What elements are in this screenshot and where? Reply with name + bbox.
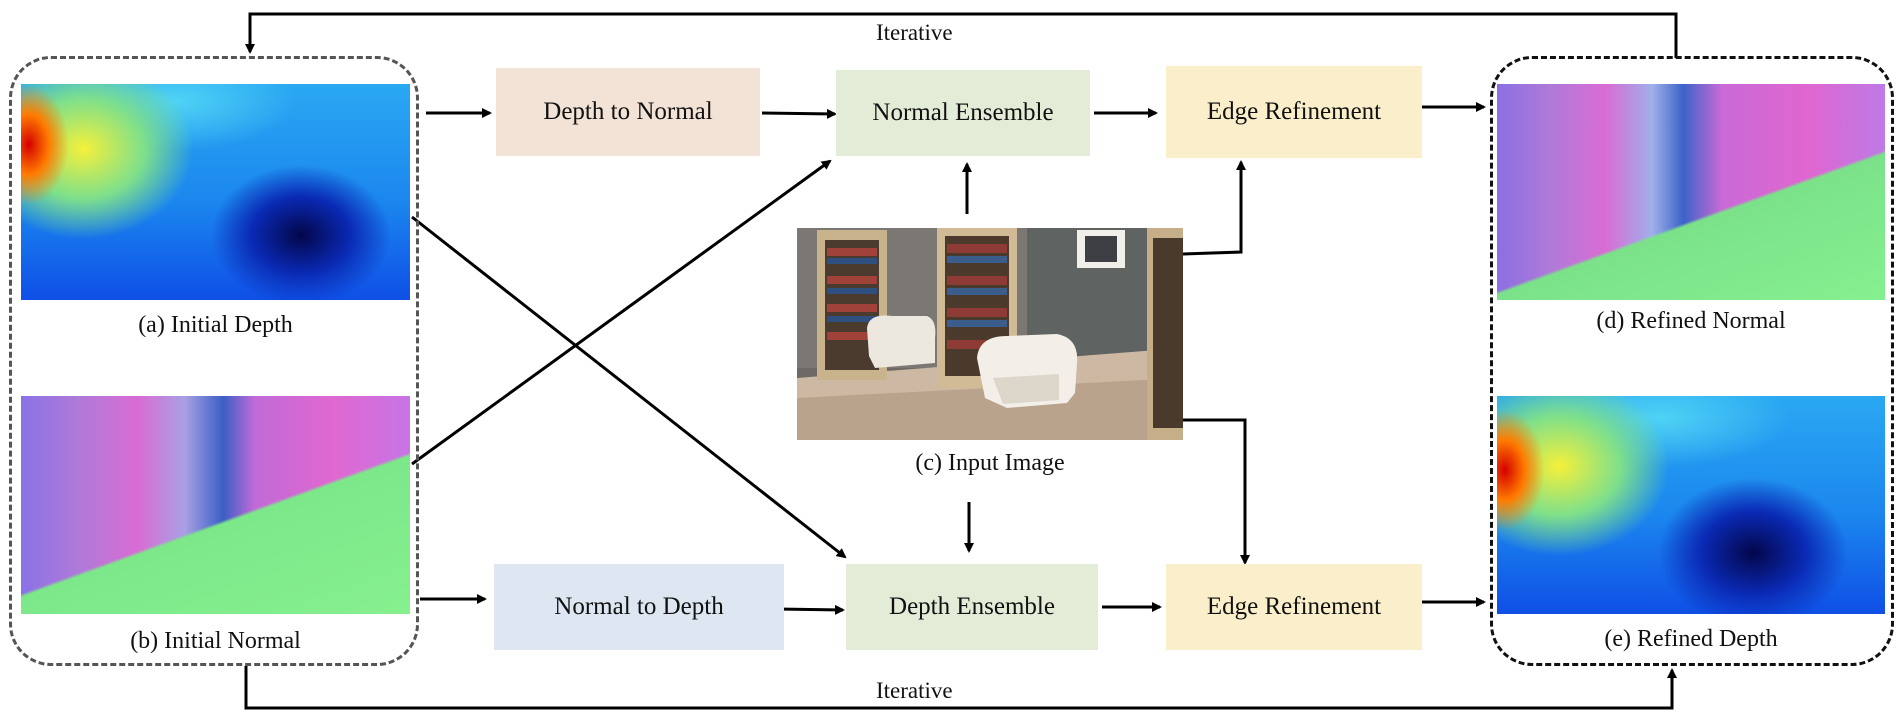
arrow-ntd-to-de: [776, 604, 845, 615]
depth-ensemble-label: Depth Ensemble: [889, 593, 1055, 620]
depth-to-normal-box: Depth to Normal: [496, 68, 760, 156]
caption-initial-normal: (b) Initial Normal: [130, 628, 301, 654]
arrow-depth-to-de-cross: [411, 215, 847, 559]
normal-ensemble-label: Normal Ensemble: [872, 99, 1054, 126]
refined-depth-image: [1497, 396, 1885, 614]
arrow-dtn-to-ne: [761, 108, 837, 119]
normal-ensemble-box: Normal Ensemble: [836, 70, 1090, 156]
caption-refined-normal: (d) Refined Normal: [1596, 308, 1786, 334]
iterative-loop-top: [245, 12, 1678, 58]
arrow-input-to-er-bottom: [1183, 418, 1250, 565]
output-group-frame: [1490, 56, 1894, 666]
edge-refinement-top-label: Edge Refinement: [1206, 98, 1382, 125]
iterative-label-bottom: Iterative: [876, 678, 953, 703]
edge-refinement-bottom-box: Edge Refinement: [1166, 564, 1422, 650]
caption-initial-depth: (a) Initial Depth: [138, 312, 293, 338]
depth-to-normal-label: Depth to Normal: [543, 98, 713, 125]
normal-to-depth-label: Normal to Depth: [554, 593, 724, 620]
depth-ensemble-box: Depth Ensemble: [846, 564, 1098, 650]
initial-depth-image: [21, 84, 410, 300]
edge-refinement-bottom-label: Edge Refinement: [1206, 593, 1382, 620]
caption-refined-depth: (e) Refined Depth: [1604, 626, 1778, 652]
iterative-label-top: Iterative: [876, 20, 953, 45]
edge-refinement-top-box: Edge Refinement: [1166, 66, 1422, 158]
input-image-photo: [797, 228, 1183, 440]
refined-normal-image: [1497, 84, 1885, 300]
normal-to-depth-box: Normal to Depth: [494, 564, 784, 650]
iterative-loop-bottom: [244, 666, 1677, 710]
arrow-normal-to-ne-cross: [411, 159, 832, 466]
input-group-frame: [9, 56, 419, 666]
arrow-input-to-er-top: [1182, 160, 1246, 256]
initial-normal-image: [21, 396, 410, 614]
caption-input-image: (c) Input Image: [915, 450, 1065, 476]
